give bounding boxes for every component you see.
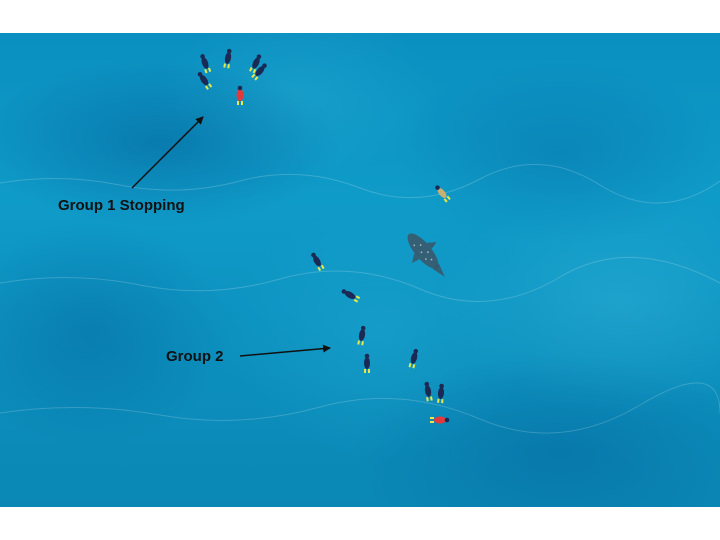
group-2-label: Group 2 — [166, 348, 224, 365]
snorkeler-icon — [236, 85, 244, 105]
snorkeler-icon — [249, 54, 262, 74]
snorkeler-icon — [311, 252, 325, 272]
snorkeler-icon — [357, 325, 366, 346]
snorkeler-icon — [197, 71, 213, 90]
snorkeler-icon — [341, 289, 361, 303]
snorkeler-icon — [435, 185, 451, 203]
snorkeler-icon — [430, 416, 450, 424]
group-2-swimmers — [311, 185, 451, 424]
group-1-label: Group 1 Stopping — [58, 197, 185, 214]
snorkeler-icon — [200, 54, 212, 74]
ocean-photo — [0, 33, 720, 507]
snorkeler-icon — [408, 348, 419, 369]
arrow-icon — [239, 344, 331, 357]
snorkeler-icon — [251, 63, 267, 81]
snorkeler-icon — [364, 353, 370, 373]
photo-overlay — [0, 48, 720, 434]
snorkeler-icon — [437, 383, 445, 404]
whale-shark-icon — [407, 233, 445, 278]
wave-texture — [0, 163, 720, 434]
snorkeler-icon — [223, 48, 232, 69]
arrow-icon — [131, 116, 204, 189]
group-1-swimmers — [197, 48, 267, 105]
snorkeler-icon — [424, 381, 433, 402]
